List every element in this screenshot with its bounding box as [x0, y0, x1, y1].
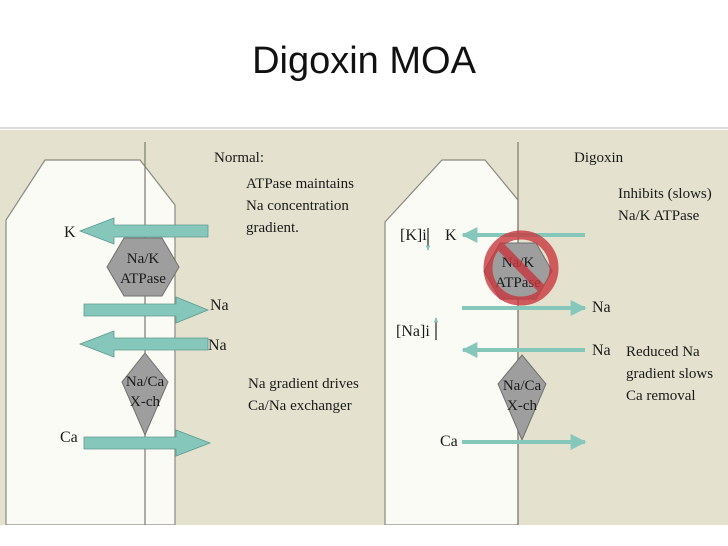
normal-note2-line-2: Ca/Na exchanger [248, 398, 352, 414]
digoxin-cell [384, 159, 519, 526]
digoxin-note-line-1: Inhibits (slows) [618, 186, 712, 202]
normal-na-k-atpase-hexagon [106, 237, 180, 297]
k-level-label: [K]i [400, 227, 427, 244]
moa-diagram: Normal: ATPase maintains Na concentratio… [0, 130, 728, 526]
normal-note2-line-1: Na gradient drives [248, 376, 359, 392]
digoxin-na-in-label: Na [592, 342, 611, 359]
arrow-k-outward [78, 217, 209, 245]
arrow-na-inward [78, 330, 209, 358]
normal-pump-label-1: Na/K [127, 251, 160, 267]
normal-k-label: K [64, 224, 76, 241]
digoxin-k-label: K [445, 227, 457, 244]
title-divider [0, 127, 728, 129]
normal-note-line-2: Na concentration [246, 198, 349, 214]
normal-na-in-label: Na [208, 337, 227, 354]
normal-na-out-label: Na [210, 297, 229, 314]
na-level-label: [Na]i [396, 323, 430, 340]
normal-note-line-3: gradient. [246, 220, 299, 236]
normal-ca-label: Ca [60, 429, 78, 446]
arrow-na-outward [83, 296, 210, 324]
digoxin-heading: Digoxin [574, 150, 624, 166]
digoxin-note2-line-3: Ca removal [626, 388, 696, 404]
digoxin-exchanger-label-2: X-ch [507, 398, 537, 414]
digoxin-exchanger-label-1: Na/Ca [503, 378, 542, 394]
normal-panel: Normal: ATPase maintains Na concentratio… [5, 142, 359, 526]
normal-exchanger-label-1: Na/Ca [126, 374, 165, 390]
digoxin-note2-line-1: Reduced Na [626, 344, 700, 360]
digoxin-note-line-2: Na/K ATPase [618, 208, 700, 224]
digoxin-note2-line-2: gradient slows [626, 366, 713, 382]
normal-note-line-1: ATPase maintains [246, 176, 354, 192]
normal-na-ca-exchanger-hexagon [121, 352, 169, 437]
arrow-ca-outward [83, 429, 212, 457]
normal-heading: Normal: [214, 150, 264, 166]
inhibition-symbol [483, 230, 559, 306]
digoxin-ca-label: Ca [440, 433, 458, 450]
digoxin-na-out-label: Na [592, 299, 611, 316]
normal-exchanger-label-2: X-ch [130, 394, 160, 410]
digoxin-panel: Digoxin Inhibits (slows) Na/K ATPase K [… [384, 142, 713, 526]
normal-pump-label-2: ATPase [120, 271, 166, 287]
slide-title: Digoxin MOA [252, 40, 476, 82]
